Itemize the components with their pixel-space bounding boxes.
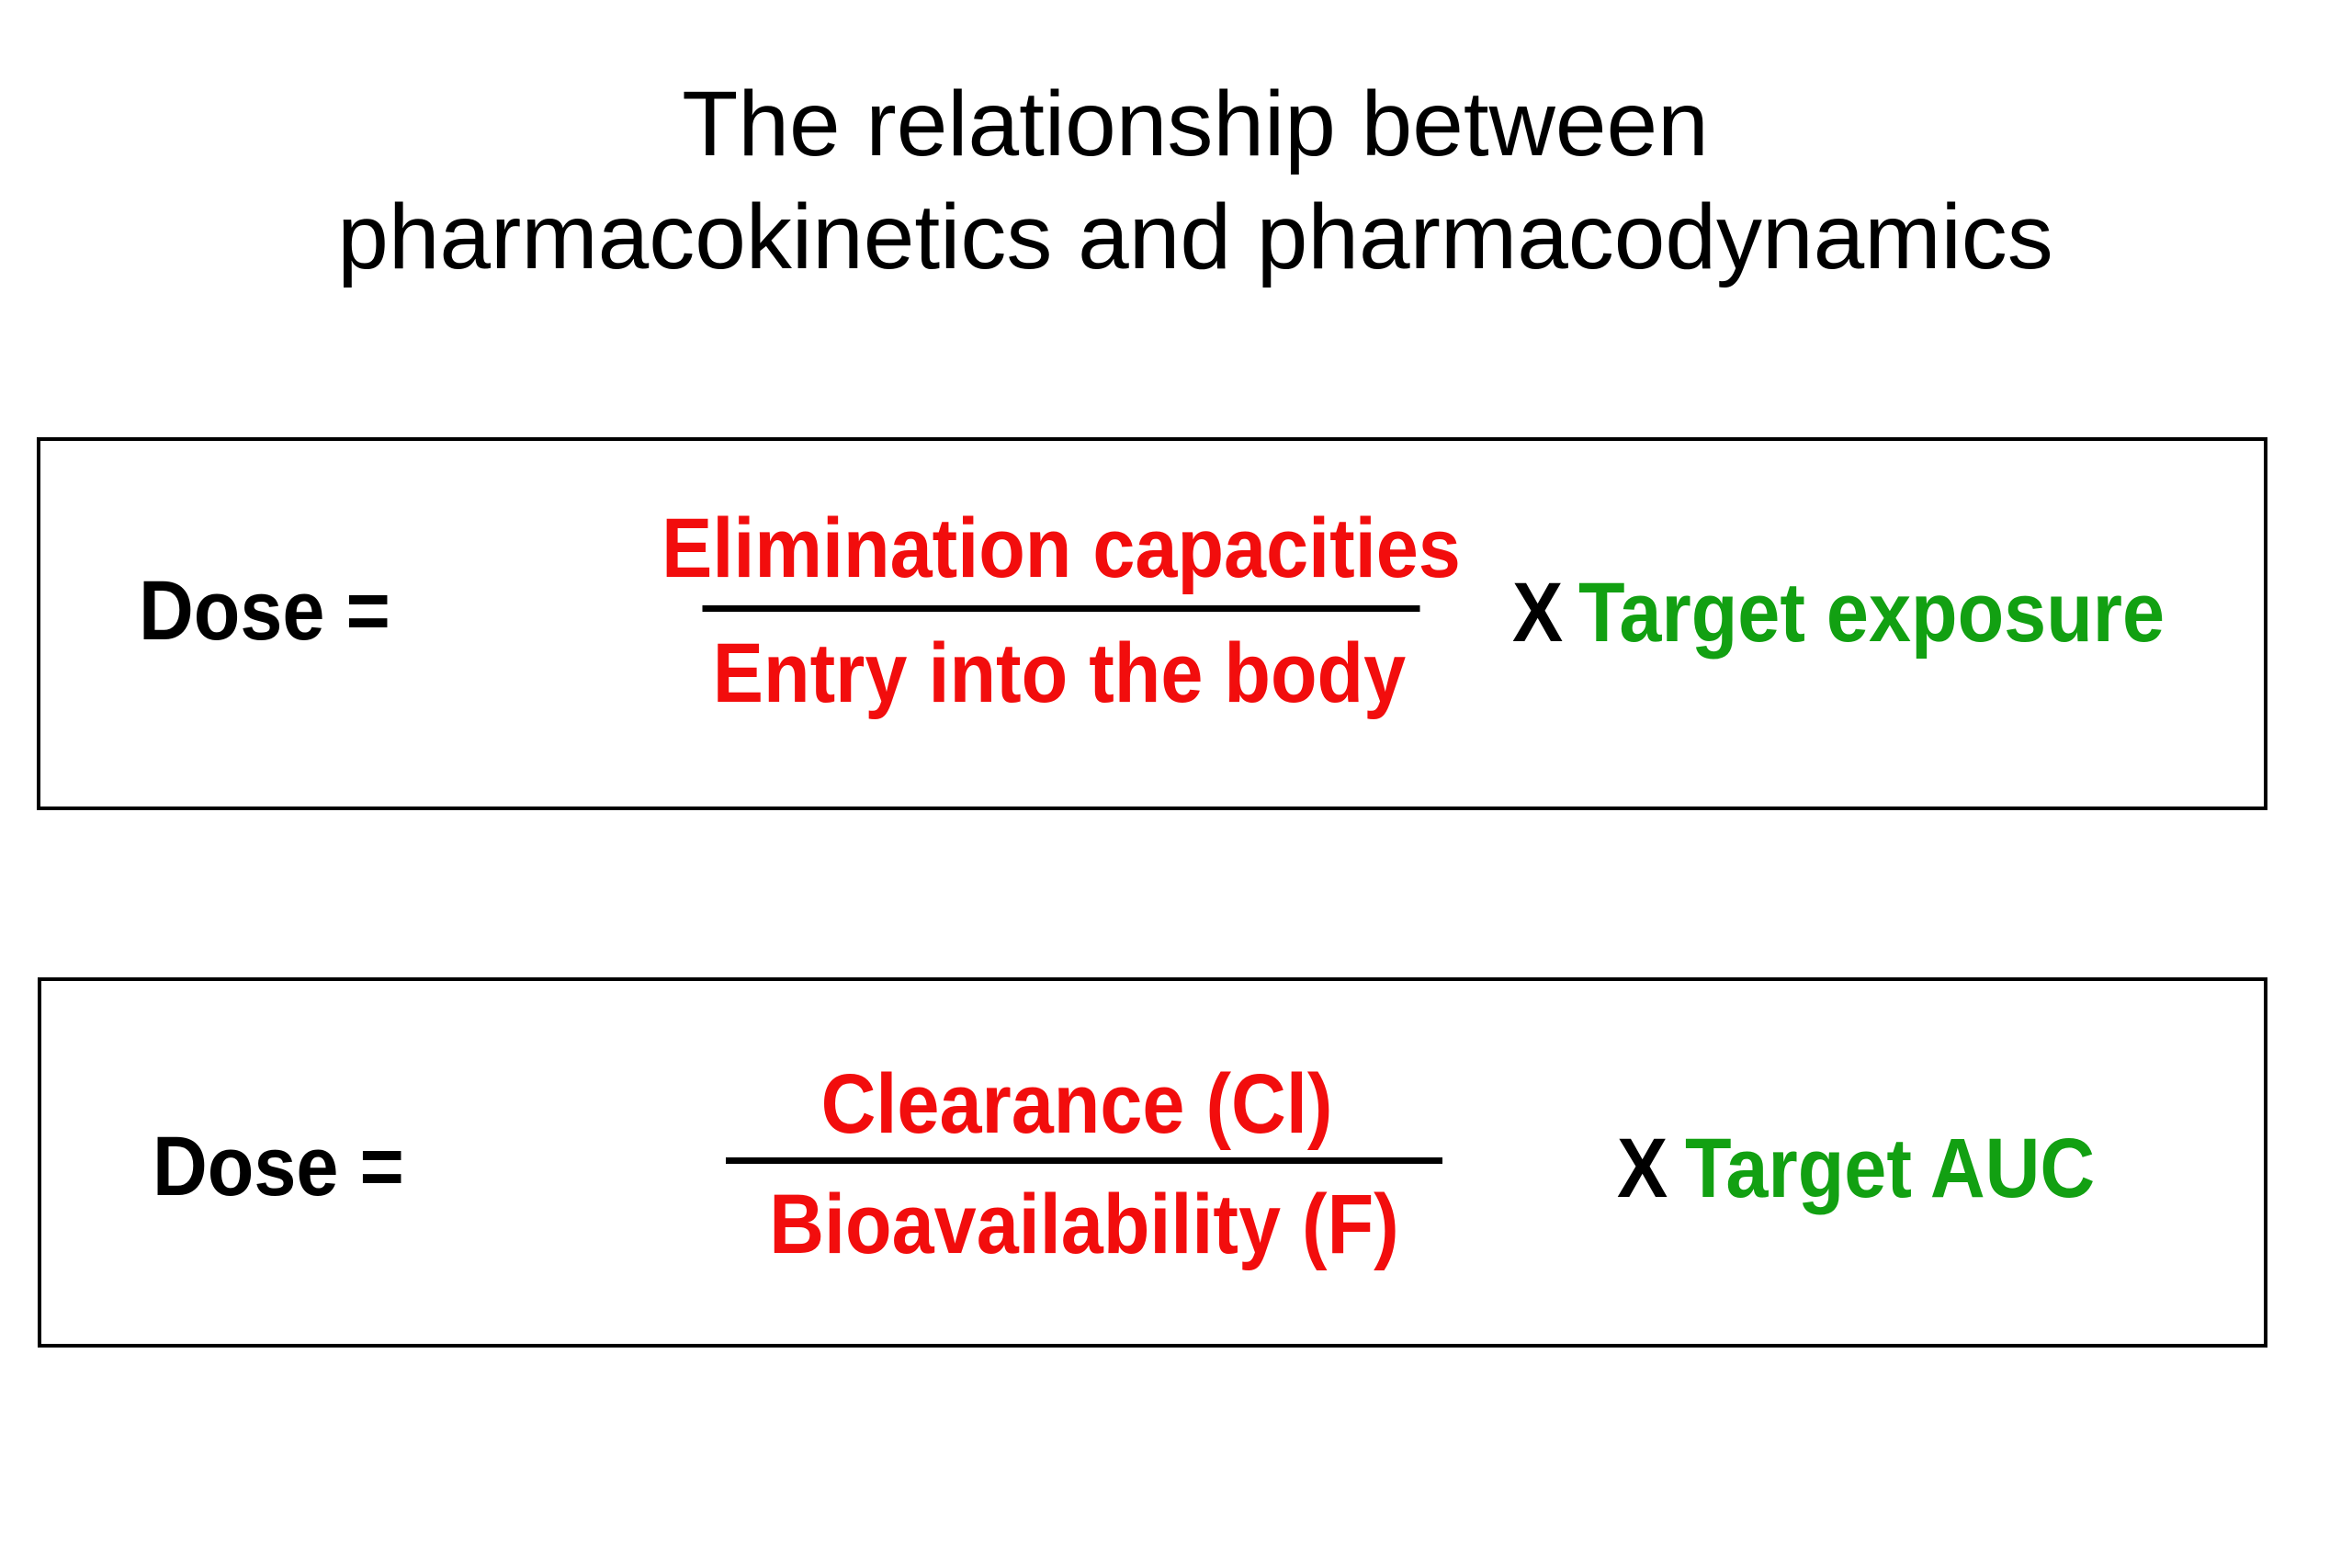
- fraction-numerator: Elimination capacities: [662, 502, 1461, 595]
- target-exposure-label: Target exposure: [1578, 566, 2165, 660]
- equation-box-pk: Dose = Elimination capacities Entry into…: [37, 437, 2267, 810]
- fraction-numerator: Clearance (Cl): [820, 1057, 1333, 1151]
- slide-title: The relationship between pharmacokinetic…: [39, 68, 2352, 294]
- multiplication-sign: X: [1512, 566, 1564, 660]
- target-auc-label: Target AUC: [1685, 1122, 2096, 1215]
- slide-title-line-2: pharmacokinetics and pharmacodynamics: [337, 186, 2053, 288]
- fraction-denominator: Bioavailability (F): [769, 1178, 1399, 1271]
- fraction-bar: [726, 1157, 1442, 1164]
- slide-title-line-1: The relationship between: [682, 73, 1709, 175]
- fraction-bar: [702, 605, 1420, 612]
- fraction-denominator: Entry into the body: [712, 626, 1407, 720]
- dose-label: Dose =: [139, 564, 390, 658]
- multiplication-sign: X: [1617, 1122, 1668, 1215]
- dose-label: Dose =: [153, 1120, 404, 1213]
- equation-box-auc: Dose = Clearance (Cl) Bioavailability (F…: [38, 977, 2267, 1348]
